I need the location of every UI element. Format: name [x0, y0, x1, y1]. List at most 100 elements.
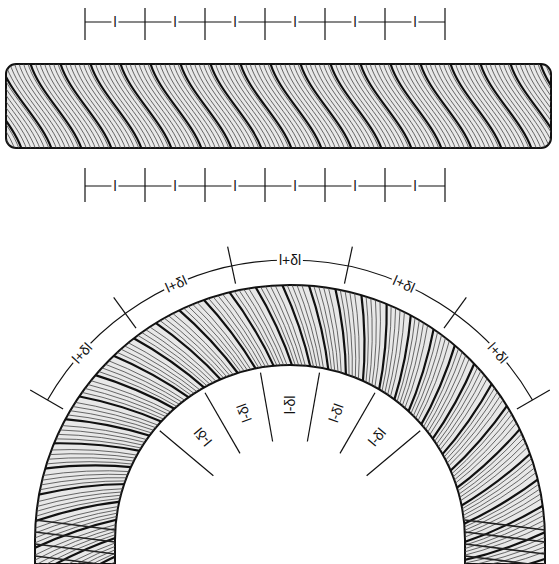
rope-wire: [545, 64, 551, 148]
rope-wire: [45, 458, 137, 462]
rope-wire: [65, 64, 117, 148]
dimension-tick: [84, 168, 85, 202]
rope-wire: [139, 64, 191, 148]
curved-rope: [32, 282, 548, 564]
dimension-label: l: [231, 178, 238, 194]
straight-rope: [0, 62, 559, 150]
rope-strand: [335, 286, 346, 377]
rope-wire: [424, 349, 463, 432]
rope-strand: [35, 544, 115, 554]
rope-strand: [407, 326, 434, 414]
rope-wire: [106, 359, 188, 401]
rope-wire: [340, 287, 349, 379]
rope-wire: [125, 64, 177, 148]
rope-wire: [134, 64, 186, 148]
rope-wire: [457, 440, 528, 499]
rope-wire: [35, 489, 126, 503]
rope-wire: [88, 380, 174, 414]
rope-wire: [6, 64, 50, 148]
rope-wire: [23, 64, 75, 148]
dimension-tick: [444, 168, 445, 202]
rope-wire: [79, 392, 167, 421]
rope-wire: [44, 64, 96, 148]
rope-wire: [194, 64, 246, 148]
rope-wire: [453, 420, 519, 485]
rope-wire: [48, 450, 140, 456]
rope-wire: [366, 293, 369, 385]
rope-wire: [35, 64, 87, 148]
dimension-tick: [324, 8, 325, 40]
rope-wire: [99, 367, 182, 406]
rope-wire: [221, 292, 271, 370]
rope-wire: [229, 64, 281, 148]
rope-strand: [202, 298, 257, 372]
rope-wire: [401, 320, 424, 409]
rope-wire: [349, 289, 355, 381]
rope-wire: [259, 284, 296, 368]
dimension-tick: [344, 247, 352, 284]
rope-wire: [410, 329, 439, 417]
rope-wire: [390, 309, 405, 400]
rope-wire: [46, 454, 138, 459]
rope-wire: [494, 64, 546, 148]
dimension-tick: [144, 168, 145, 202]
dimension-label: l-δl: [325, 400, 348, 427]
rope-wire: [459, 456, 534, 510]
dimension-tick: [84, 8, 85, 40]
rope-wire: [289, 64, 341, 148]
rope-wire: [425, 64, 477, 148]
rope-wire: [59, 425, 150, 440]
rope-wire: [461, 471, 539, 521]
rope-wire: [473, 64, 525, 148]
rope-wire: [529, 64, 552, 148]
rope-wire: [37, 481, 129, 490]
rope-wire: [404, 64, 456, 148]
dimension-label: l: [111, 178, 118, 194]
rope-strand: [431, 361, 476, 442]
rope-wire: [485, 64, 537, 148]
rope-strand: [308, 283, 329, 373]
rope-wire: [199, 64, 251, 148]
rope-wire: [263, 64, 315, 148]
rope-strand: [35, 532, 115, 542]
dimension-tick: [384, 168, 385, 202]
rope-wire: [143, 328, 215, 385]
rope-wire: [275, 64, 327, 148]
rope-strand: [540, 64, 551, 148]
rope-wire: [439, 64, 491, 148]
rope-wire: [464, 64, 516, 148]
rope-wire: [538, 64, 552, 148]
rope-wire: [323, 64, 375, 148]
rope-wire: [460, 541, 548, 564]
dimension-tick: [307, 373, 319, 442]
rope-wire: [462, 514, 547, 550]
rope-wire: [74, 64, 126, 148]
dimension-label: l: [351, 178, 358, 194]
dimension-label: l+δl: [389, 272, 419, 297]
rope-strand: [33, 501, 123, 522]
rope-wire: [206, 296, 260, 371]
rope-wire: [215, 64, 267, 148]
rope-wire: [126, 341, 203, 392]
rope-wire: [113, 64, 165, 148]
rope-wire: [428, 356, 470, 438]
rope-wire: [203, 64, 255, 148]
dimension-tick: [228, 247, 236, 284]
rope-wire: [354, 290, 359, 382]
rope-wire: [32, 516, 120, 544]
dimension-tick: [517, 390, 550, 409]
rope-strand: [92, 374, 177, 410]
rope-wire: [469, 64, 521, 148]
rope-wire: [6, 64, 20, 148]
dimension-tick: [114, 297, 136, 328]
rope-wire: [259, 64, 311, 148]
rope-wire: [79, 64, 131, 148]
rope-wire: [452, 416, 516, 482]
rope-wire: [293, 64, 345, 148]
rope-wire: [305, 64, 357, 148]
rope-wire: [49, 64, 101, 148]
rope-strand: [465, 544, 545, 554]
rope-wire: [344, 64, 396, 148]
rope-wire: [457, 563, 547, 564]
dimension-label: l-δl: [232, 400, 255, 427]
